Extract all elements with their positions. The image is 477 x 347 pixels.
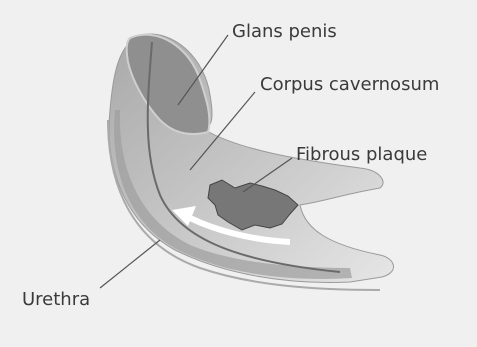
fibrous-plaque-label: Fibrous plaque (296, 144, 427, 165)
corpus-cavernosum-label: Corpus cavernosum (260, 74, 439, 95)
urethra-label: Urethra (22, 289, 90, 310)
glans-penis-label: Glans penis (232, 21, 337, 42)
